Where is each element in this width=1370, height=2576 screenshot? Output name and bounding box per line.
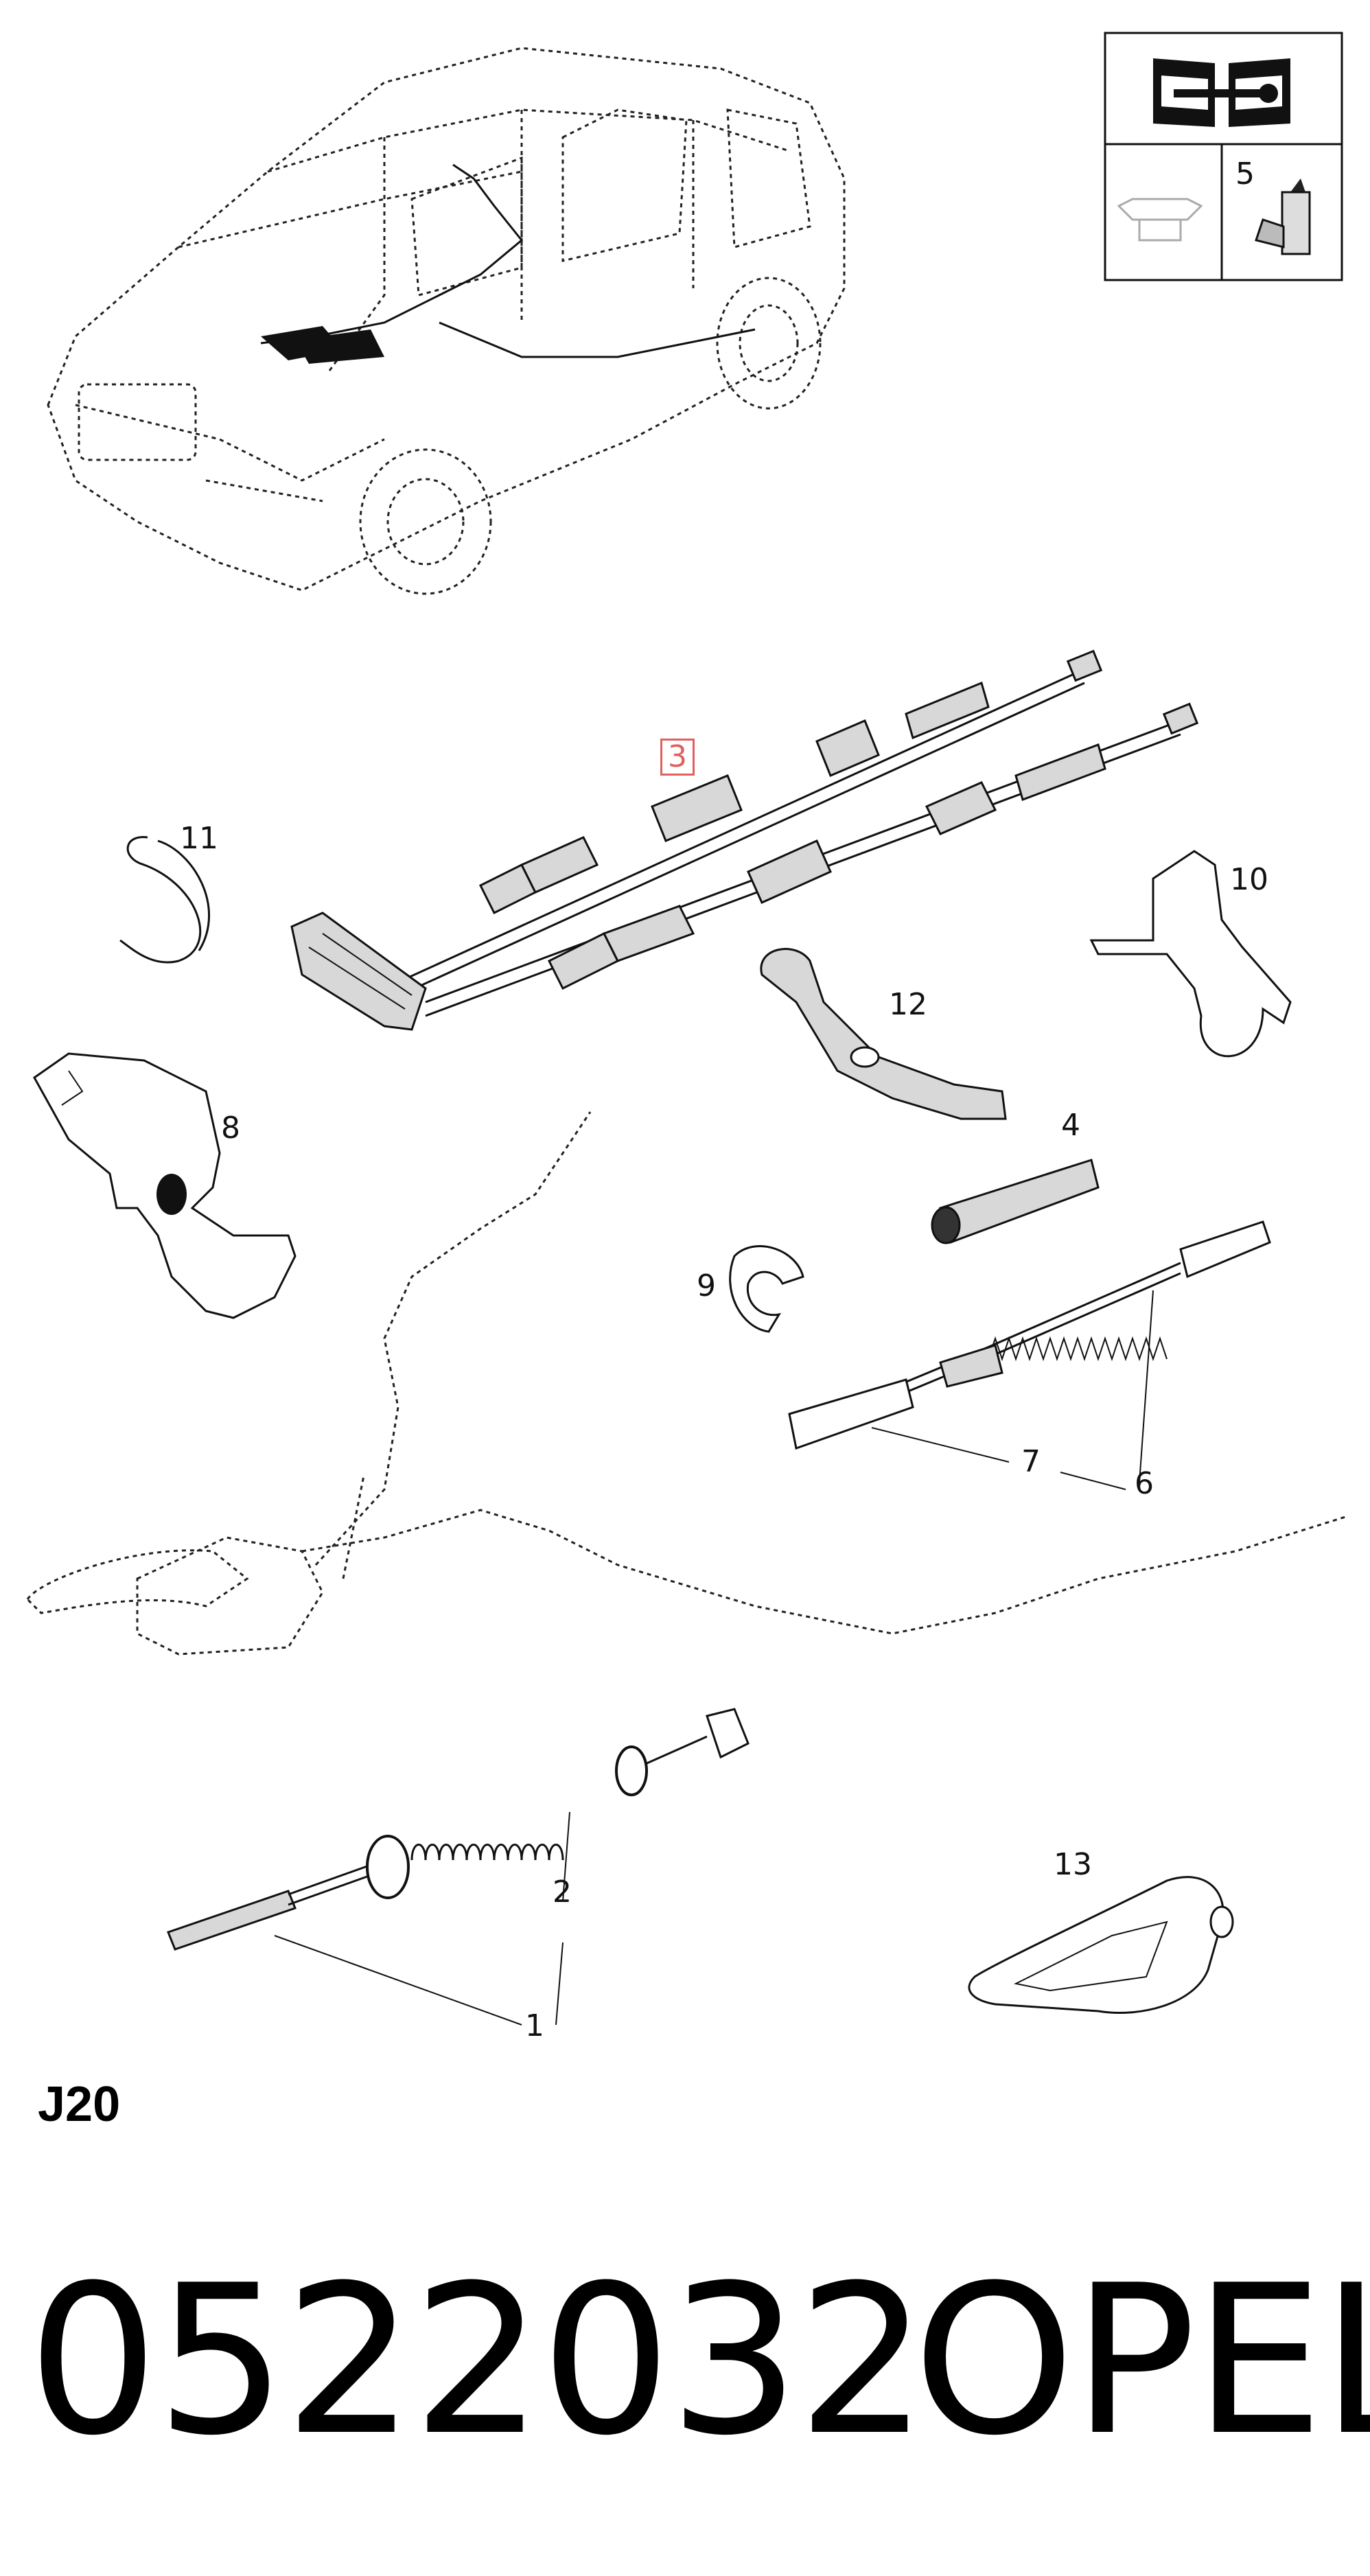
- leader-lines: [274, 1290, 1154, 2026]
- lubricant-bottle-icon: [1255, 178, 1311, 255]
- service-info-box: [1104, 32, 1343, 281]
- callout-1: 1: [525, 2008, 544, 2043]
- repair-manual-icon: [1153, 58, 1290, 127]
- clip-part-9: [729, 1245, 804, 1333]
- brand-name: OPEL: [913, 2241, 1370, 2481]
- bracket-part-13: [968, 1876, 1234, 2014]
- section-code: J20: [38, 2077, 121, 2132]
- boot-part-4: [931, 1159, 1100, 1244]
- clip-part-11: [119, 836, 211, 964]
- handbrake-lever-assembly: [26, 1111, 1346, 1656]
- parking-brake-cables: [290, 649, 1199, 1031]
- callout-6: 6: [1135, 1466, 1154, 1501]
- callout-11: 11: [180, 821, 218, 856]
- callout-8: 8: [221, 1111, 240, 1146]
- callout-2: 2: [553, 1875, 572, 1910]
- front-cable-part-1-2: [167, 1708, 750, 1951]
- callout-12: 12: [889, 987, 927, 1022]
- callout-3[interactable]: 3: [660, 739, 695, 776]
- bracket-part-12: [760, 948, 1007, 1120]
- bracket-part-10: [1089, 850, 1292, 1058]
- callout-4: 4: [1061, 1108, 1080, 1143]
- callout-5: 5: [1235, 156, 1255, 192]
- callout-13: 13: [1054, 1847, 1092, 1882]
- callout-10: 10: [1230, 862, 1268, 897]
- oil-can-icon: [1117, 198, 1203, 242]
- vehicle-illustration: [47, 47, 846, 595]
- cable-spring-part-6-7: [788, 1220, 1271, 1450]
- callout-7: 7: [1021, 1444, 1041, 1479]
- callout-9: 9: [697, 1268, 716, 1303]
- part-number: 0522032: [27, 2241, 928, 2481]
- bracket-part-8: [33, 1052, 297, 1319]
- cable-equalizer-bracket: [290, 912, 427, 1031]
